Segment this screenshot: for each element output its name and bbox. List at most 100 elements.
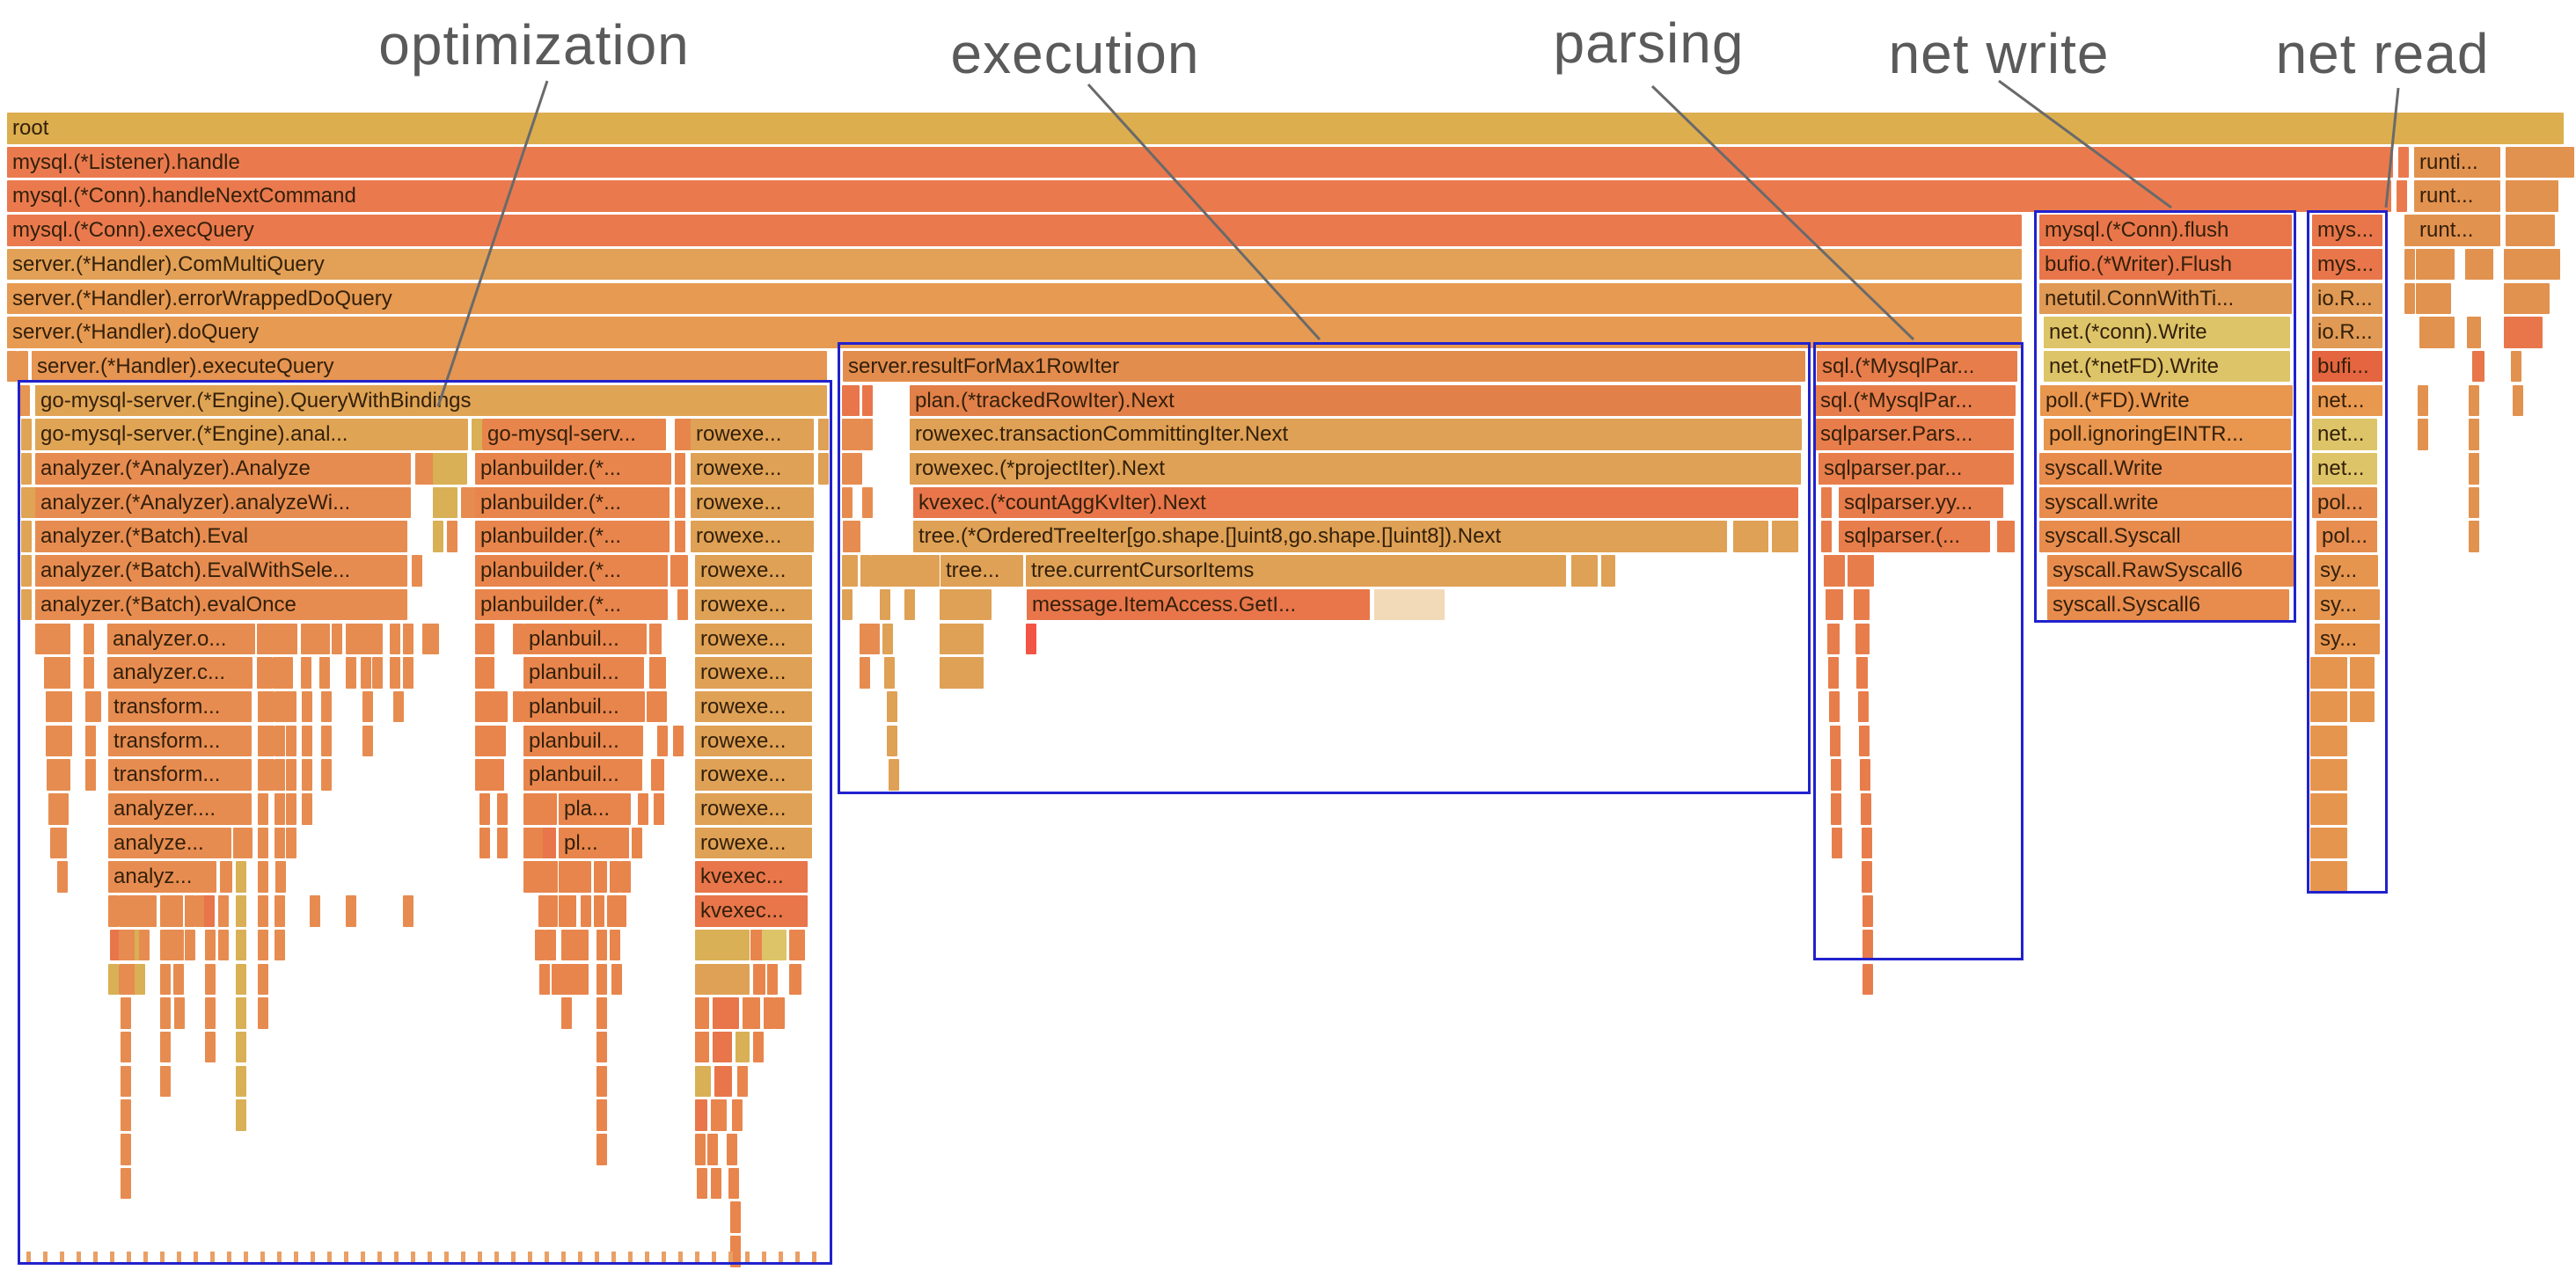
flame-frame-sliver[interactable]: [880, 588, 890, 621]
flame-frame[interactable]: planbuil...: [523, 623, 647, 654]
flame-frame-sliver[interactable]: [774, 997, 785, 1029]
flame-frame-sliver[interactable]: [205, 997, 216, 1029]
flame-frame[interactable]: mys...: [2312, 215, 2382, 246]
flame-frame-sliver[interactable]: [185, 929, 195, 961]
flame-frame-sliver[interactable]: [53, 690, 72, 723]
flame-frame[interactable]: io.R...: [2312, 282, 2382, 314]
flame-frame-sliver[interactable]: [1862, 963, 1873, 995]
flame-frame[interactable]: sql.(*MysqlPar...: [1817, 350, 2017, 383]
flame-frame-sliver[interactable]: [21, 486, 32, 519]
flame-frame-sliver[interactable]: [236, 963, 246, 995]
flame-frame[interactable]: sqlparser.Pars...: [1815, 419, 2014, 450]
flame-frame-sliver[interactable]: [21, 555, 32, 587]
flame-frame-sliver[interactable]: [730, 1201, 741, 1233]
flame-frame-sliver[interactable]: [204, 895, 215, 927]
flame-frame-sliver[interactable]: [160, 1065, 171, 1098]
flame-frame-sliver[interactable]: [56, 827, 67, 859]
flame-frame[interactable]: rowexe...: [691, 521, 814, 552]
flame-frame-sliver[interactable]: [695, 1099, 707, 1131]
flame-frame[interactable]: pol...: [2312, 486, 2377, 519]
flame-frame-sliver[interactable]: [311, 623, 321, 654]
flame-frame-sliver[interactable]: [108, 895, 119, 927]
flame-frame-sliver[interactable]: [547, 895, 558, 927]
flame-frame[interactable]: server.(*Handler).doQuery: [7, 317, 2022, 348]
flame-frame-sliver[interactable]: [545, 929, 556, 961]
flame-frame-sliver[interactable]: [2310, 690, 2347, 723]
flame-frame-sliver[interactable]: [1862, 861, 1872, 893]
flame-frame-sliver[interactable]: [257, 623, 297, 654]
flame-frame[interactable]: bufi...: [2312, 350, 2382, 383]
flame-frame-sliver[interactable]: [727, 1134, 737, 1165]
flame-frame-sliver[interactable]: [205, 1031, 216, 1063]
flame-frame-sliver[interactable]: [559, 861, 591, 893]
flame-frame[interactable]: sqlparser.par...: [1819, 453, 2014, 485]
flame-frame-sliver[interactable]: [21, 453, 32, 485]
flame-frame-sliver[interactable]: [390, 657, 400, 689]
flame-frame-sliver[interactable]: [2469, 453, 2479, 485]
flame-frame[interactable]: rowexe...: [695, 793, 812, 825]
flame-frame-sliver[interactable]: [818, 453, 829, 485]
flame-frame-sliver[interactable]: [2418, 384, 2428, 417]
flame-frame[interactable]: rowexe...: [695, 725, 812, 757]
flame-frame-sliver[interactable]: [2310, 793, 2347, 825]
flame-frame-sliver[interactable]: [472, 419, 482, 450]
flame-frame[interactable]: poll.(*FD).Write: [2040, 384, 2293, 417]
flame-frame-sliver[interactable]: [578, 929, 589, 961]
flame-frame-sliver[interactable]: [319, 623, 330, 654]
flame-frame-sliver[interactable]: [415, 453, 426, 485]
flame-frame-sliver[interactable]: [433, 453, 467, 485]
flame-frame-sliver[interactable]: [543, 827, 556, 859]
flame-frame[interactable]: analyze...: [108, 827, 231, 859]
flame-frame-sliver[interactable]: [275, 861, 286, 893]
flame-frame[interactable]: go-mysql-server.(*Engine).anal...: [35, 419, 468, 450]
flame-frame-sliver[interactable]: [887, 690, 897, 723]
flame-frame[interactable]: message.ItemAccess.GetI...: [1027, 588, 1370, 621]
flame-frame[interactable]: planbuil...: [523, 690, 645, 723]
flame-frame-sliver[interactable]: [842, 555, 858, 587]
flame-frame[interactable]: planbuil...: [523, 725, 643, 757]
flame-frame[interactable]: go-mysql-serv...: [482, 419, 666, 450]
flame-frame-sliver[interactable]: [128, 895, 157, 927]
flame-frame-sliver[interactable]: [818, 419, 829, 450]
flame-frame-sliver[interactable]: [596, 929, 607, 961]
flame-frame-sliver[interactable]: [57, 861, 68, 893]
flame-frame-sliver[interactable]: [35, 623, 46, 654]
flame-frame-sliver[interactable]: [552, 963, 562, 995]
flame-frame-sliver[interactable]: [258, 895, 268, 927]
flame-frame-sliver[interactable]: [904, 588, 915, 621]
flame-frame-sliver[interactable]: [310, 895, 320, 927]
flame-frame-sliver[interactable]: [44, 623, 70, 654]
flame-frame-sliver[interactable]: [610, 861, 620, 893]
flame-frame-sliver[interactable]: [185, 895, 195, 927]
flame-frame-sliver[interactable]: [84, 657, 94, 689]
flame-frame-sliver[interactable]: [1856, 657, 1868, 689]
flame-frame-sliver[interactable]: [119, 895, 129, 927]
flame-frame[interactable]: analyz...: [108, 861, 216, 893]
flame-frame-sliver[interactable]: [1828, 657, 1839, 689]
flame-frame-sliver[interactable]: [1858, 690, 1869, 723]
flame-frame[interactable]: planbuilder.(*...: [475, 486, 670, 519]
flame-frame[interactable]: analyzer.(*Analyzer).Analyze: [35, 453, 411, 485]
flame-frame-sliver[interactable]: [1831, 759, 1841, 791]
flame-frame-sliver[interactable]: [236, 861, 246, 893]
flame-frame-sliver[interactable]: [220, 861, 232, 893]
flame-frame-sliver[interactable]: [596, 1065, 607, 1098]
flame-frame-sliver[interactable]: [2506, 180, 2558, 212]
flame-frame-sliver[interactable]: [91, 690, 101, 723]
flame-frame[interactable]: kvexec...: [695, 895, 808, 927]
flame-frame-sliver[interactable]: [258, 929, 268, 961]
flame-frame-sliver[interactable]: [675, 521, 685, 552]
flame-frame-sliver[interactable]: [286, 690, 296, 723]
flame-frame[interactable]: runti...: [2414, 146, 2500, 179]
flame-frame-sliver[interactable]: [346, 895, 356, 927]
flame-frame-sliver[interactable]: [53, 759, 70, 791]
flame-frame-sliver[interactable]: [110, 929, 121, 961]
flame-frame-sliver[interactable]: [1830, 725, 1841, 757]
flame-frame-sliver[interactable]: [862, 384, 873, 417]
flame-frame-sliver[interactable]: [649, 623, 662, 654]
flame-frame-sliver[interactable]: [346, 657, 356, 689]
flame-frame-sliver[interactable]: [1859, 725, 1870, 757]
flame-frame-sliver[interactable]: [1571, 555, 1598, 587]
flame-frame-sliver[interactable]: [2416, 248, 2455, 281]
flame-frame-sliver[interactable]: [1824, 555, 1845, 587]
